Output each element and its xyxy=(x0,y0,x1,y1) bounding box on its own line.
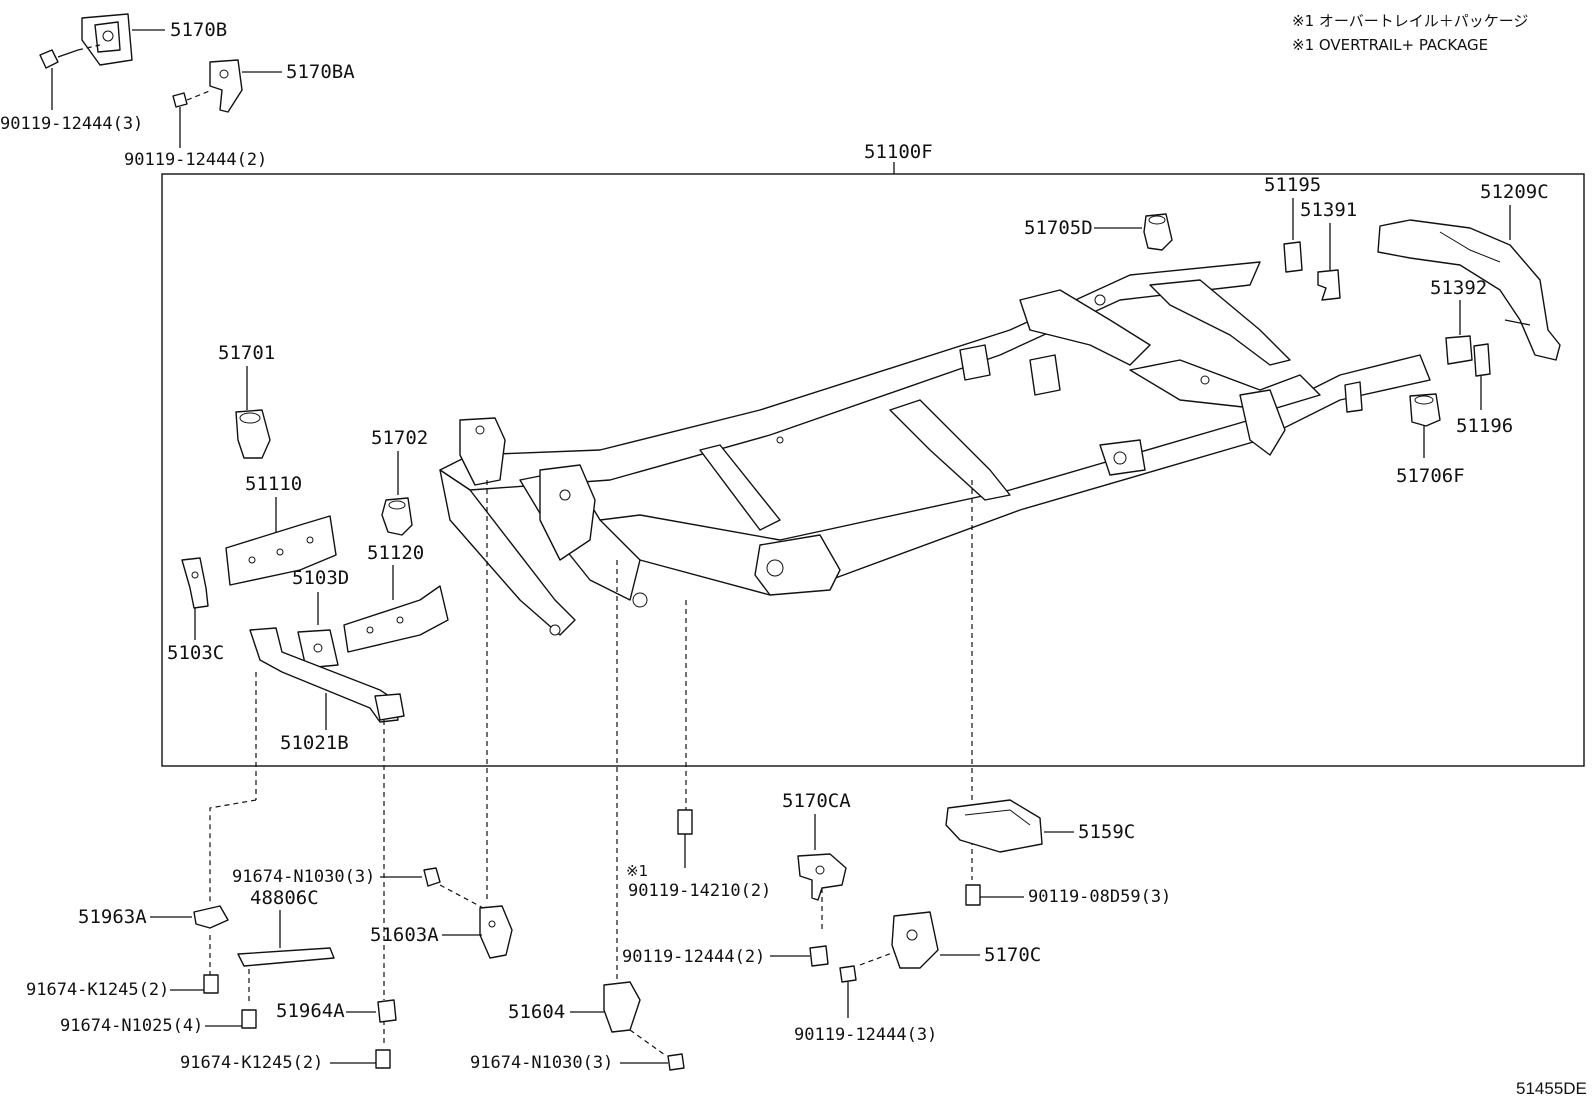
label-51120: 51120 xyxy=(367,542,424,564)
bolt-91674-N1025-4: 91674-N1025(4) xyxy=(60,1009,257,1036)
package-note-en: ※1 OVERTRAIL+ PACKAGE xyxy=(1292,36,1488,54)
label-90119-12444-2-top: 90119-12444(2) xyxy=(124,150,267,170)
label-5103C: 5103C xyxy=(167,642,224,664)
label-90119-12444-2-mid: 90119-12444(2) xyxy=(622,947,765,967)
label-51706F: 51706F xyxy=(1396,465,1465,487)
diagram-code: 51455DE xyxy=(1516,1079,1587,1098)
label-51209C: 51209C xyxy=(1480,181,1549,203)
part-51603A: 51603A xyxy=(370,905,513,959)
label-90119-12444-3-top: 90119-12444(3) xyxy=(0,114,143,134)
bolt-90119-12444-2-top: 90119-12444(2) xyxy=(124,89,267,170)
part-51604: 51604 xyxy=(508,981,641,1033)
part-48806C: 48806C xyxy=(237,887,335,967)
part-51964A: 51964A xyxy=(276,999,397,1023)
bolt-90119-14210-2: ※1 90119-14210(2) xyxy=(626,809,771,901)
part-5103D: 5103D xyxy=(292,567,349,669)
frame-enclosure xyxy=(161,173,1585,767)
label-51391: 51391 xyxy=(1300,199,1357,221)
part-51196: 51196 xyxy=(1456,343,1513,437)
part-51705D: 51705D xyxy=(1024,213,1173,251)
label-51195: 51195 xyxy=(1264,174,1321,196)
label-51603A: 51603A xyxy=(370,924,439,946)
part-51391: 51391 xyxy=(1300,199,1357,301)
part-5170CA: 5170CA xyxy=(782,790,851,901)
part-51021B: 51021B xyxy=(249,627,405,754)
bolt-90119-12444-3-bot: 90119-12444(3) xyxy=(794,965,937,1045)
bolt-91674-K1245-2-b: 91674-K1245(2) xyxy=(180,1049,391,1073)
label-90119-08D59-3: 90119-08D59(3) xyxy=(1028,887,1171,907)
label-5170BA: 5170BA xyxy=(286,61,355,83)
part-51195: 51195 xyxy=(1264,174,1321,273)
bolt-90119-12444-2-mid: 90119-12444(2) xyxy=(622,945,829,967)
label-51604: 51604 xyxy=(508,1001,565,1023)
label-91674-K1245-2-a: 91674-K1245(2) xyxy=(26,980,169,1000)
part-51392: 51392 xyxy=(1430,277,1487,365)
part-5170C: 5170C xyxy=(891,911,1041,969)
label-51705D: 51705D xyxy=(1024,217,1093,239)
label-91674-K1245-2-b: 91674-K1245(2) xyxy=(180,1053,323,1073)
overtrail-marker: ※1 xyxy=(626,862,648,880)
label-51021B: 51021B xyxy=(280,732,349,754)
part-51120: 51120 xyxy=(343,542,449,653)
label-48806C: 48806C xyxy=(250,887,319,909)
label-91674-N1025-4: 91674-N1025(4) xyxy=(60,1016,203,1036)
part-5159C: 5159C xyxy=(945,799,1135,853)
label-51100F: 51100F xyxy=(864,141,933,163)
label-5170CA: 5170CA xyxy=(782,790,851,812)
part-51706F: 51706F xyxy=(1396,393,1465,487)
bolt-91674-N1030-3-a: 91674-N1030(3) xyxy=(232,867,441,887)
label-5159C: 5159C xyxy=(1078,821,1135,843)
part-51209C: 51209C xyxy=(1377,181,1561,361)
label-5170B: 5170B xyxy=(170,19,227,41)
bolt-91674-N1030-3-b: 91674-N1030(3) xyxy=(470,1053,685,1073)
label-51963A: 51963A xyxy=(78,906,147,928)
label-90119-14210-2: 90119-14210(2) xyxy=(628,881,771,901)
frame-assembly-group: 51100F xyxy=(161,141,1585,767)
label-51196: 51196 xyxy=(1456,415,1513,437)
label-91674-N1030-3-a: 91674-N1030(3) xyxy=(232,867,375,887)
frame-drawing xyxy=(439,261,1431,636)
part-51110: 51110 xyxy=(225,473,337,586)
part-51701: 51701 xyxy=(218,342,275,459)
part-51702: 51702 xyxy=(371,427,428,536)
label-51964A: 51964A xyxy=(276,1000,345,1022)
label-51110: 51110 xyxy=(245,473,302,495)
label-91674-N1030-3-b: 91674-N1030(3) xyxy=(470,1053,613,1073)
label-51701: 51701 xyxy=(218,342,275,364)
part-5170B: 5170B xyxy=(81,13,227,66)
package-note-jp: ※1 オーバートレイル＋パッケージ xyxy=(1292,12,1528,30)
label-90119-12444-3-bot: 90119-12444(3) xyxy=(794,1025,937,1045)
alignment-lines xyxy=(209,480,973,1056)
label-5170C: 5170C xyxy=(984,944,1041,966)
bolt-91674-K1245-2-a: 91674-K1245(2) xyxy=(26,974,219,1000)
part-5170BA: 5170BA xyxy=(209,59,355,113)
label-51392: 51392 xyxy=(1430,277,1487,299)
part-5103C: 5103C xyxy=(167,557,224,664)
label-5103D: 5103D xyxy=(292,567,349,589)
part-51963A: 51963A xyxy=(78,905,229,929)
bolt-90119-08D59-3: 90119-08D59(3) xyxy=(965,884,1171,907)
bolt-90119-12444-3-top: 90119-12444(3) xyxy=(0,44,143,134)
label-51702: 51702 xyxy=(371,427,428,449)
